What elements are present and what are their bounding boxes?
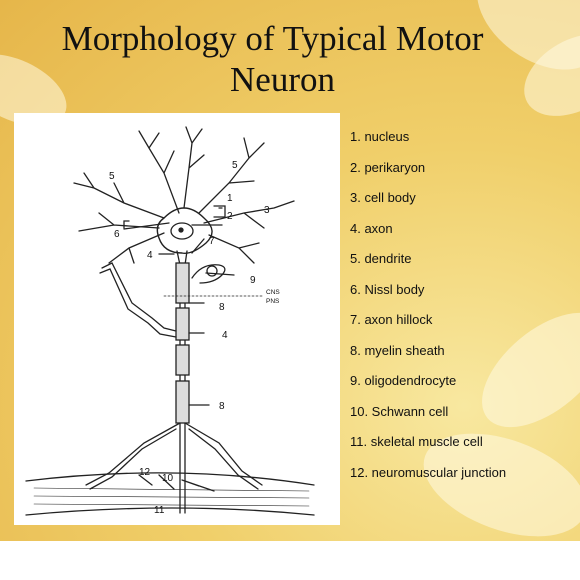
legend-item: 5. dendrite [350,251,412,266]
legend-item: 4. axon [350,220,393,236]
label-pns: PNS [266,298,280,305]
label-10: 10 [162,473,174,484]
neuron-figure: 5 5 1 2 3 6 7 4 9 CNS PNS 8 4 8 12 10 11 [14,113,340,525]
legend-item: 8. myelin sheath [350,342,445,358]
slide-background: Morphology of Typical Motor Neuron [0,0,580,541]
label-2: 2 [227,211,233,222]
label-9: 9 [250,275,256,286]
slide-title: Morphology of Typical Motor Neuron [0,18,545,100]
legend-list: 1. nucleus 2. perikaryon 3. cell body 4.… [350,128,506,494]
legend-item: 1. nucleus [350,129,410,144]
legend-item: 2. perikaryon [350,159,426,175]
label-4-top: 4 [147,250,153,261]
legend-item: 9. oligodendrocyte [350,373,457,388]
label-5-right: 5 [232,160,238,171]
neuron-drawing: 5 5 1 2 3 6 7 4 9 CNS PNS 8 4 8 12 10 11 [25,126,315,516]
label-8-top: 8 [219,302,225,313]
legend-item: 7. axon hillock [350,312,433,327]
legend-item: 12. neuromuscular junction [350,464,507,480]
legend-item: 3. cell body [350,190,416,205]
label-6: 6 [114,229,120,240]
legend-item: 10. Schwann cell [350,403,449,419]
title-line-1: Morphology of Typical Motor [61,19,484,58]
label-8-bottom: 8 [219,401,225,412]
label-7: 7 [209,236,215,247]
label-cns: CNS [266,289,280,296]
label-5-left: 5 [109,171,115,182]
label-1: 1 [227,193,233,204]
legend-item: 11. skeletal muscle cell [350,434,483,449]
label-4-mid: 4 [222,330,228,341]
legend-item: 6. Nissl body [350,281,425,297]
title-line-2: Neuron [230,60,335,99]
label-12: 12 [139,467,151,478]
label-3: 3 [264,205,270,216]
label-11: 11 [154,505,165,516]
